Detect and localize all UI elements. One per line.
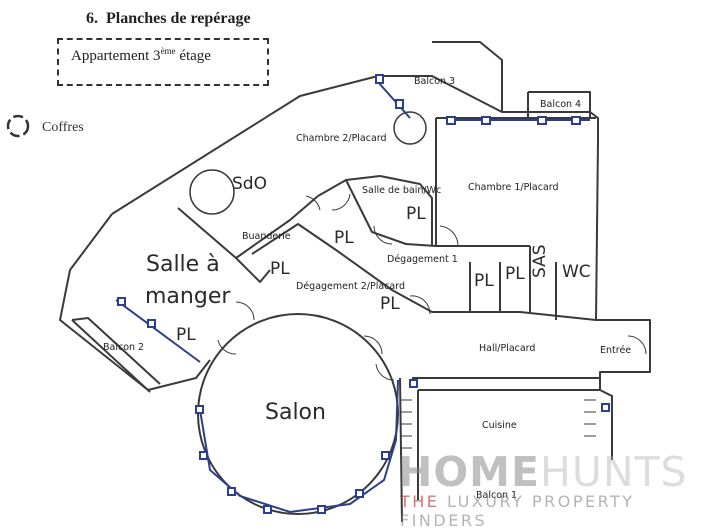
subtitle-box: Appartement 3ème étage <box>57 38 269 86</box>
room-degagement1: Dégagement 1 <box>387 254 458 265</box>
door-swing-1 <box>305 195 321 211</box>
outer-wall-top <box>111 75 651 460</box>
window-17 <box>409 379 418 388</box>
window-3 <box>537 116 547 125</box>
watermark-home: HOME <box>398 448 540 496</box>
room-wc: WC <box>562 262 591 282</box>
window-16 <box>601 403 610 412</box>
subtitle-main: Appartement 3 <box>71 48 161 64</box>
door-swing-5 <box>409 295 431 315</box>
balcon2-wall <box>71 317 161 393</box>
door-swing-4 <box>439 225 459 247</box>
outer-wall-left <box>59 213 211 391</box>
window-11 <box>227 487 236 496</box>
pl-label: PL <box>406 204 426 224</box>
pl-label: PL <box>270 259 290 279</box>
window-5 <box>375 74 384 84</box>
window-6 <box>395 99 404 109</box>
room-chambre1: Chambre 1/Placard <box>468 182 559 193</box>
pl-label: PL <box>474 271 494 291</box>
pl-label: PL <box>176 325 196 345</box>
interior-wall-2 <box>317 175 433 246</box>
shower-circle <box>189 169 235 215</box>
door-swing-2 <box>331 193 351 211</box>
room-buanderie: Buanderie <box>242 231 291 242</box>
room-manger: manger <box>145 284 231 309</box>
room-sas: SAS <box>530 244 550 278</box>
window-line-top <box>115 81 590 363</box>
door-swing-10 <box>375 363 395 381</box>
interior-wall-3 <box>251 223 597 321</box>
room-cuisine: Cuisine <box>482 420 517 431</box>
window-2 <box>481 116 491 125</box>
room-entree: Entrée <box>600 345 632 356</box>
room-chambre2: Chambre 2/Placard <box>296 133 387 144</box>
window-12 <box>263 505 272 514</box>
interior-wall-5 <box>469 246 557 320</box>
room-balcon2: Balcon 2 <box>103 342 145 353</box>
window-9 <box>195 405 204 414</box>
window-7 <box>117 297 126 306</box>
window-13 <box>317 505 326 514</box>
window-14 <box>355 489 364 498</box>
room-salle-a: Salle à <box>146 252 220 277</box>
room-balcon3: Balcon 3 <box>414 76 456 87</box>
window-1 <box>446 116 456 125</box>
title-text: Planches de repérage <box>106 10 251 27</box>
room-balcon1: Balcon 1 <box>476 490 518 501</box>
pl-label: PL <box>505 264 525 284</box>
coffres-label: Coffres <box>42 120 84 135</box>
tagline-rest: LUXURY PROPERTY FINDERS <box>400 492 635 530</box>
window-10 <box>199 451 208 460</box>
balcon3-wall <box>432 41 503 112</box>
door-swing-7 <box>217 339 237 355</box>
room-salon: Salon <box>265 400 326 425</box>
coffres-circle-icon <box>6 114 30 138</box>
room-hall: Hall/Placard <box>479 343 536 354</box>
subtitle-sup: ème <box>160 46 176 56</box>
room-degagement2: Dégagement 2/Placard <box>296 281 405 292</box>
interior-wall-4 <box>345 179 437 247</box>
watermark-tagline: THE LUXURY PROPERTY FINDERS <box>400 492 712 530</box>
interior-wall-1 <box>177 195 319 283</box>
subtitle-end: étage <box>175 48 211 64</box>
balcon4-wall <box>527 91 591 118</box>
door-swing-8 <box>363 335 383 355</box>
bath-circle <box>393 111 427 145</box>
stair-lines <box>400 399 596 449</box>
watermark-logo: HOMEHUNTS <box>398 448 688 496</box>
room-sdo: SdO <box>232 174 267 194</box>
pl-label: PL <box>334 228 354 248</box>
window-15 <box>381 451 390 460</box>
window-4 <box>571 116 581 125</box>
door-swing-3 <box>373 225 393 245</box>
door-swing-6 <box>235 301 255 321</box>
page-title: 6. Planches de repérage <box>86 10 251 28</box>
room-salle-de-bain: Salle de bain/Wc <box>362 185 442 196</box>
tagline-the: THE <box>400 492 447 511</box>
interior-wall-6 <box>399 377 600 523</box>
window-8 <box>147 319 156 328</box>
pl-label: PL <box>380 294 400 314</box>
title-number: 6. <box>86 10 98 27</box>
room-balcon4: Balcon 4 <box>540 99 582 110</box>
door-swing-9 <box>627 335 647 355</box>
watermark-hunts: HUNTS <box>539 448 688 496</box>
